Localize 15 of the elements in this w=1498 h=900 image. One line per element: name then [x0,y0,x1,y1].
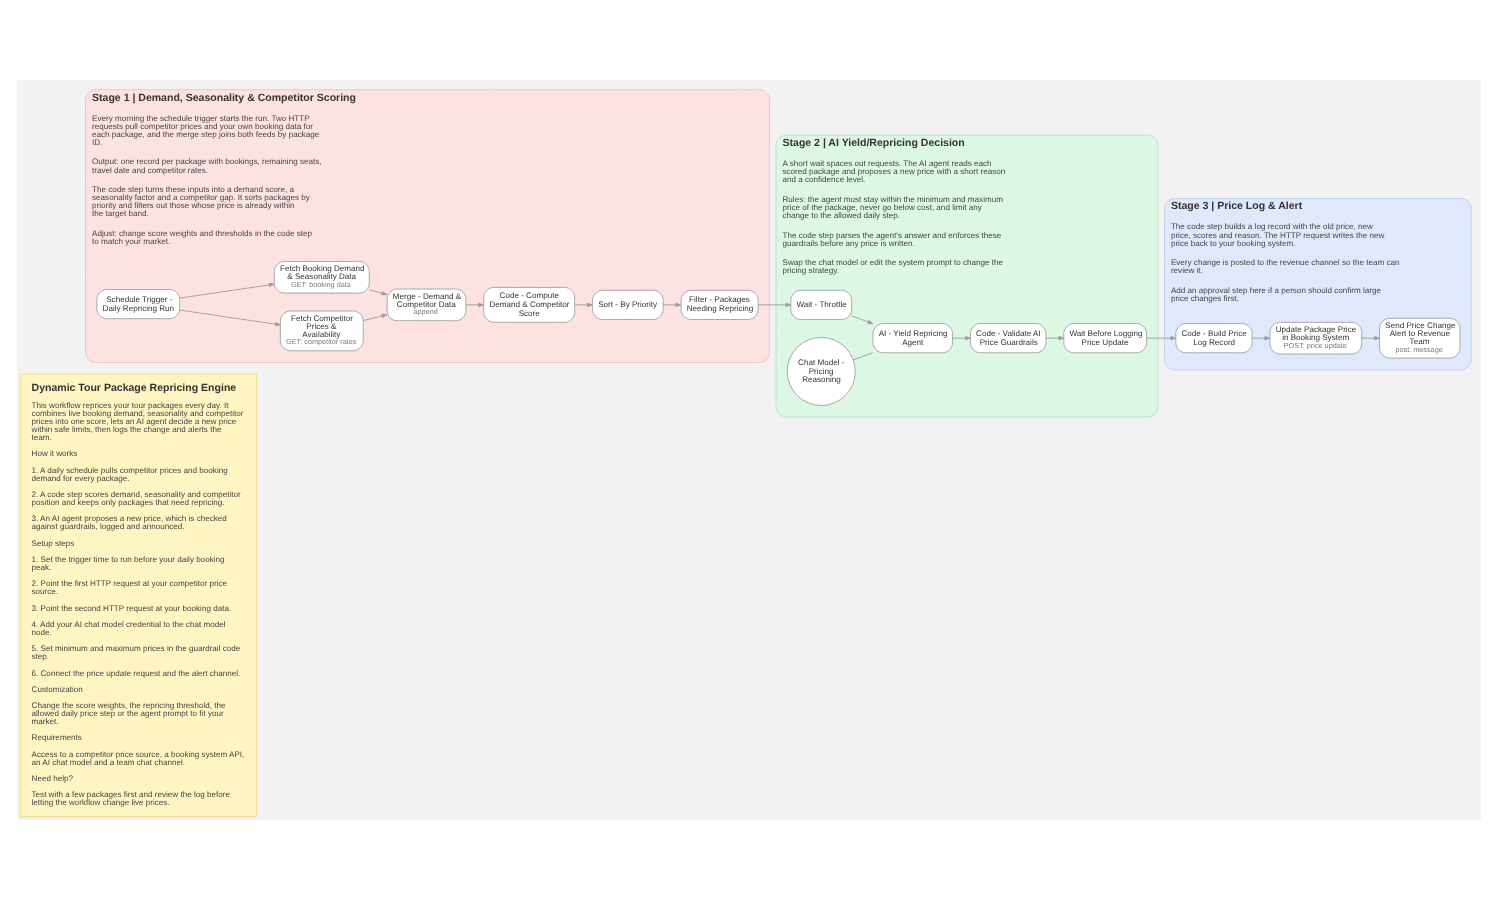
arrow [179,309,281,327]
arrow [1361,336,1380,341]
arrow [1045,336,1065,341]
arrow [574,302,593,308]
arrow [179,282,275,299]
connector [852,352,874,361]
arrow [851,315,874,325]
arrow [757,302,792,308]
arrow [952,336,971,341]
arrow [368,289,388,296]
arrow [1146,336,1177,341]
arrow [1251,336,1271,341]
arrow [362,313,388,322]
arrow [465,302,484,308]
arrow [662,302,682,308]
